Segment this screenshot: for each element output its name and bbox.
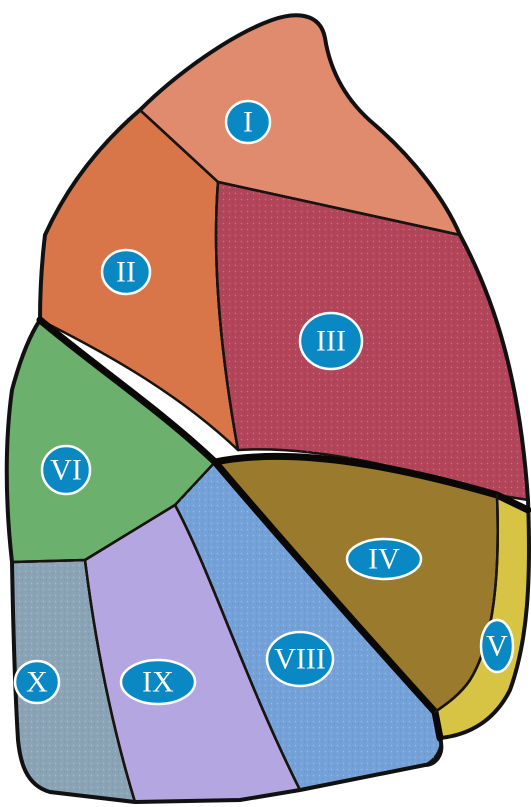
label-VIII-text: VIII: [274, 643, 326, 676]
label-IV-text: IV: [368, 543, 400, 576]
label-IV: IV: [347, 539, 421, 579]
segment-III-texture: [216, 182, 528, 500]
label-I-text: I: [243, 106, 253, 139]
label-IX-text: IX: [142, 666, 174, 699]
label-II-text: II: [116, 256, 136, 289]
label-V-text: V: [486, 630, 508, 663]
label-II: II: [102, 250, 150, 294]
label-I: I: [226, 101, 270, 143]
label-X: X: [15, 661, 59, 703]
label-X-text: X: [26, 666, 48, 699]
label-III: III: [300, 313, 362, 369]
label-IX: IX: [121, 660, 195, 704]
label-VI: VI: [42, 446, 90, 494]
label-VIII: VIII: [267, 632, 333, 686]
label-VI-text: VI: [50, 454, 82, 487]
label-V: V: [481, 620, 513, 672]
label-III-text: III: [316, 325, 346, 358]
